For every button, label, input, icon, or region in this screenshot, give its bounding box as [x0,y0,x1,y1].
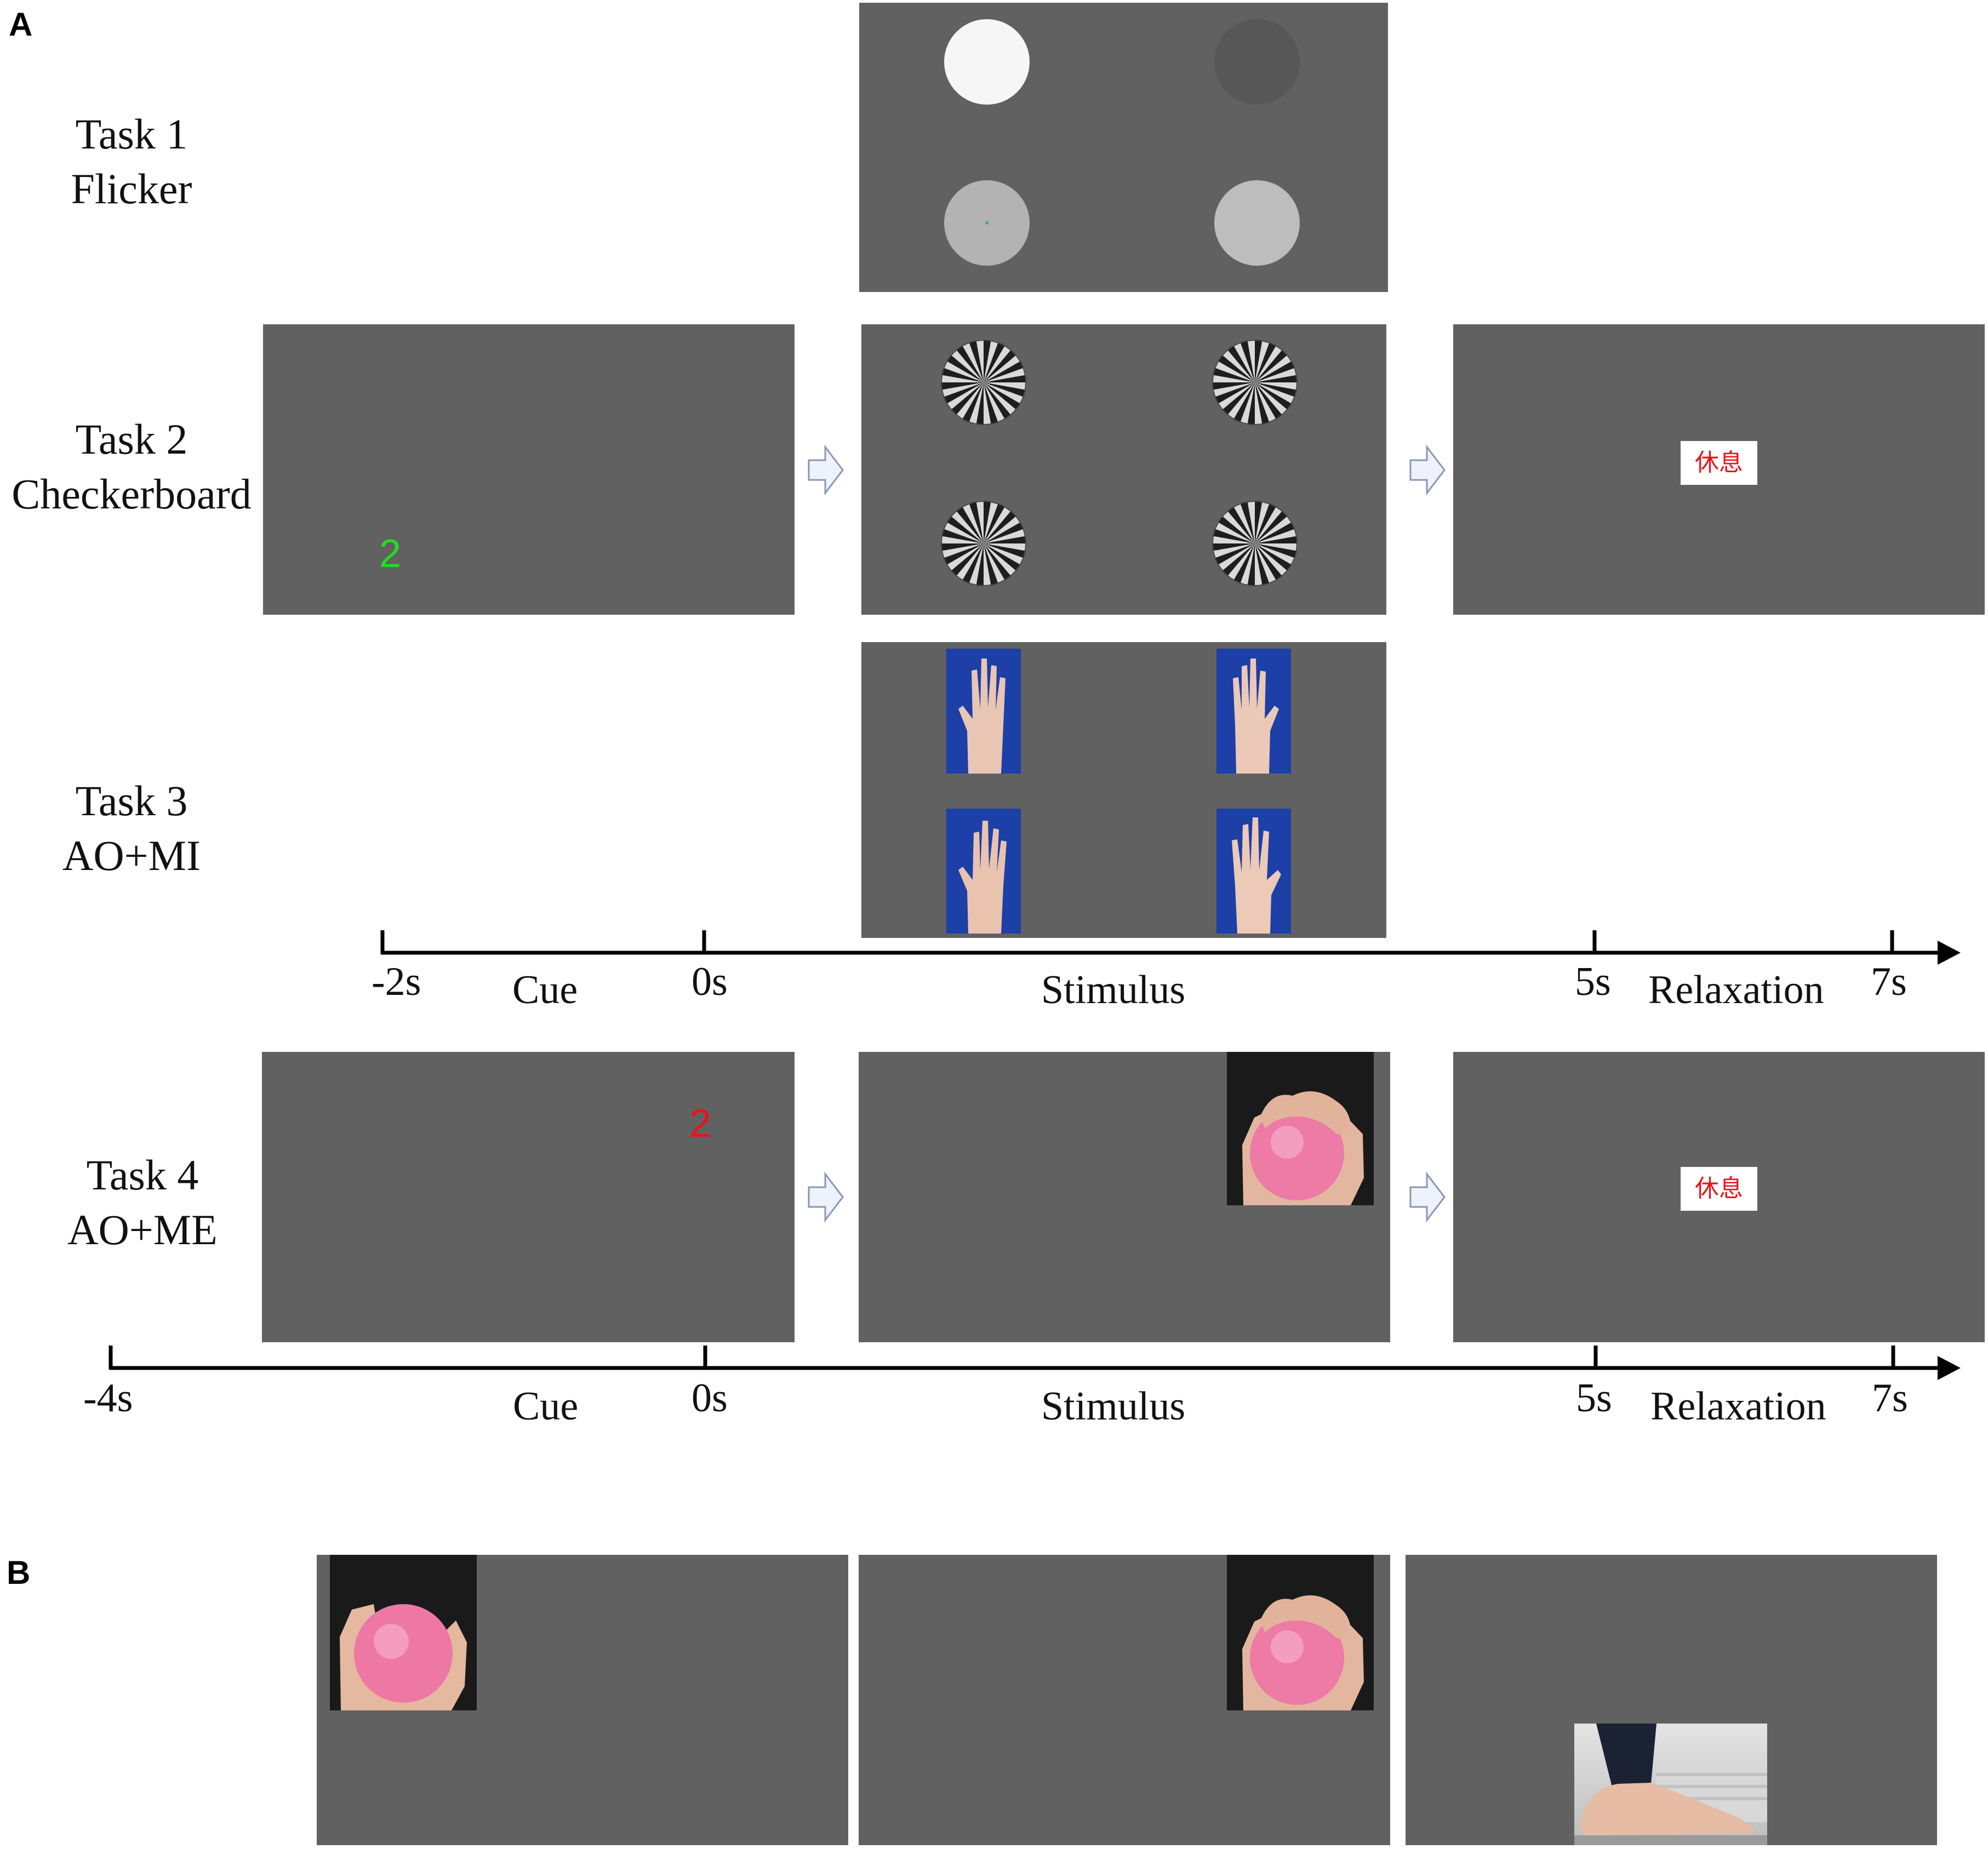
task2-label-line1: Task 2 [75,415,188,463]
task2-label-line2: Checkerboard [12,470,252,518]
timeline-1-tick-label: -2s [372,959,421,1004]
checkerboard-bottom-left [941,501,1026,586]
rest-sign: 休息 [1681,1167,1757,1211]
timeline-1-phase-label: Stimulus [1041,968,1186,1012]
hand-photo-top-left [946,649,1021,774]
checkerboard-bottom-right [1212,501,1298,586]
timeline-1-phase-label: Relaxation [1648,968,1824,1012]
timeline-1-axis [380,930,1961,965]
task1-label-line2: Flicker [71,165,192,213]
timeline-2-tick-label: -4s [83,1376,133,1421]
timeline-2-axis [108,1346,1961,1380]
task3-ao-mi-screen [861,642,1386,938]
hand-photo-bottom-right [1216,809,1291,934]
timeline-1-tick-label: 7s [1871,959,1907,1004]
ball-hold-photo [330,1555,477,1710]
panel-b-screen-right [1406,1555,1937,1845]
panel-b-label: B [7,1554,31,1591]
task2-checkerboard-screen [861,324,1386,615]
foot-photo [1574,1724,1767,1845]
hand-photo-top-right [1216,649,1291,774]
timeline-2-phase-label: Cue [513,1384,579,1429]
task4-label-line2: AO+ME [67,1206,218,1253]
panel-a-label: A [9,6,33,43]
task2-label: Task 2 Checkerboard [0,412,263,522]
timeline-2-tick-label: 5s [1576,1376,1612,1421]
timeline-2-tick-label: 7s [1872,1376,1908,1421]
task1-label-line1: Task 1 [75,110,188,158]
timeline-1-tick-label: 5s [1575,959,1611,1004]
task1-label: Task 1 Flicker [22,107,241,216]
timeline-2-tick-label: 0s [692,1376,728,1421]
timeline-2-phase-label: Relaxation [1650,1384,1826,1429]
task1-flicker-screen [859,3,1388,292]
right-arrow-icon [1408,1170,1447,1224]
checkerboard-top-right [1212,340,1298,425]
task4-stimulus-screen [859,1052,1390,1342]
task3-label: Task 3 AO+MI [22,774,241,883]
task3-label-line2: AO+MI [62,832,201,879]
panel-b-screen-middle [859,1555,1390,1845]
ball-grip-photo [1227,1052,1374,1205]
task3-label-line1: Task 3 [75,777,188,825]
ball-grip-photo [1227,1555,1374,1710]
timeline-1-phase-label: Cue [512,968,578,1012]
flicker-disc-top-left [944,19,1030,105]
flicker-disc-bottom-right [1214,180,1300,266]
timeline-2-phase-label: Stimulus [1041,1384,1186,1429]
task4-relaxation-screen: 休息 [1453,1052,1985,1342]
task4-cue-screen: 2 [262,1052,795,1342]
fixation-dot [985,221,989,225]
task2-relaxation-screen: 休息 [1453,324,1985,615]
task4-label-line1: Task 4 [86,1151,199,1199]
right-arrow-icon [1408,443,1447,497]
cue-digit-green: 2 [379,532,402,576]
right-arrow-icon [807,443,845,497]
cue-digit-red: 2 [689,1102,712,1146]
task4-label: Task 4 AO+ME [33,1148,252,1257]
timeline-1-tick-label: 0s [692,959,728,1004]
panel-b-screen-left [317,1555,848,1845]
flicker-disc-top-right [1214,19,1300,105]
right-arrow-icon [807,1170,845,1224]
checkerboard-top-left [941,340,1026,425]
task2-cue-screen: 2 [263,324,795,615]
rest-sign: 休息 [1681,441,1757,485]
hand-photo-bottom-left [946,809,1021,934]
